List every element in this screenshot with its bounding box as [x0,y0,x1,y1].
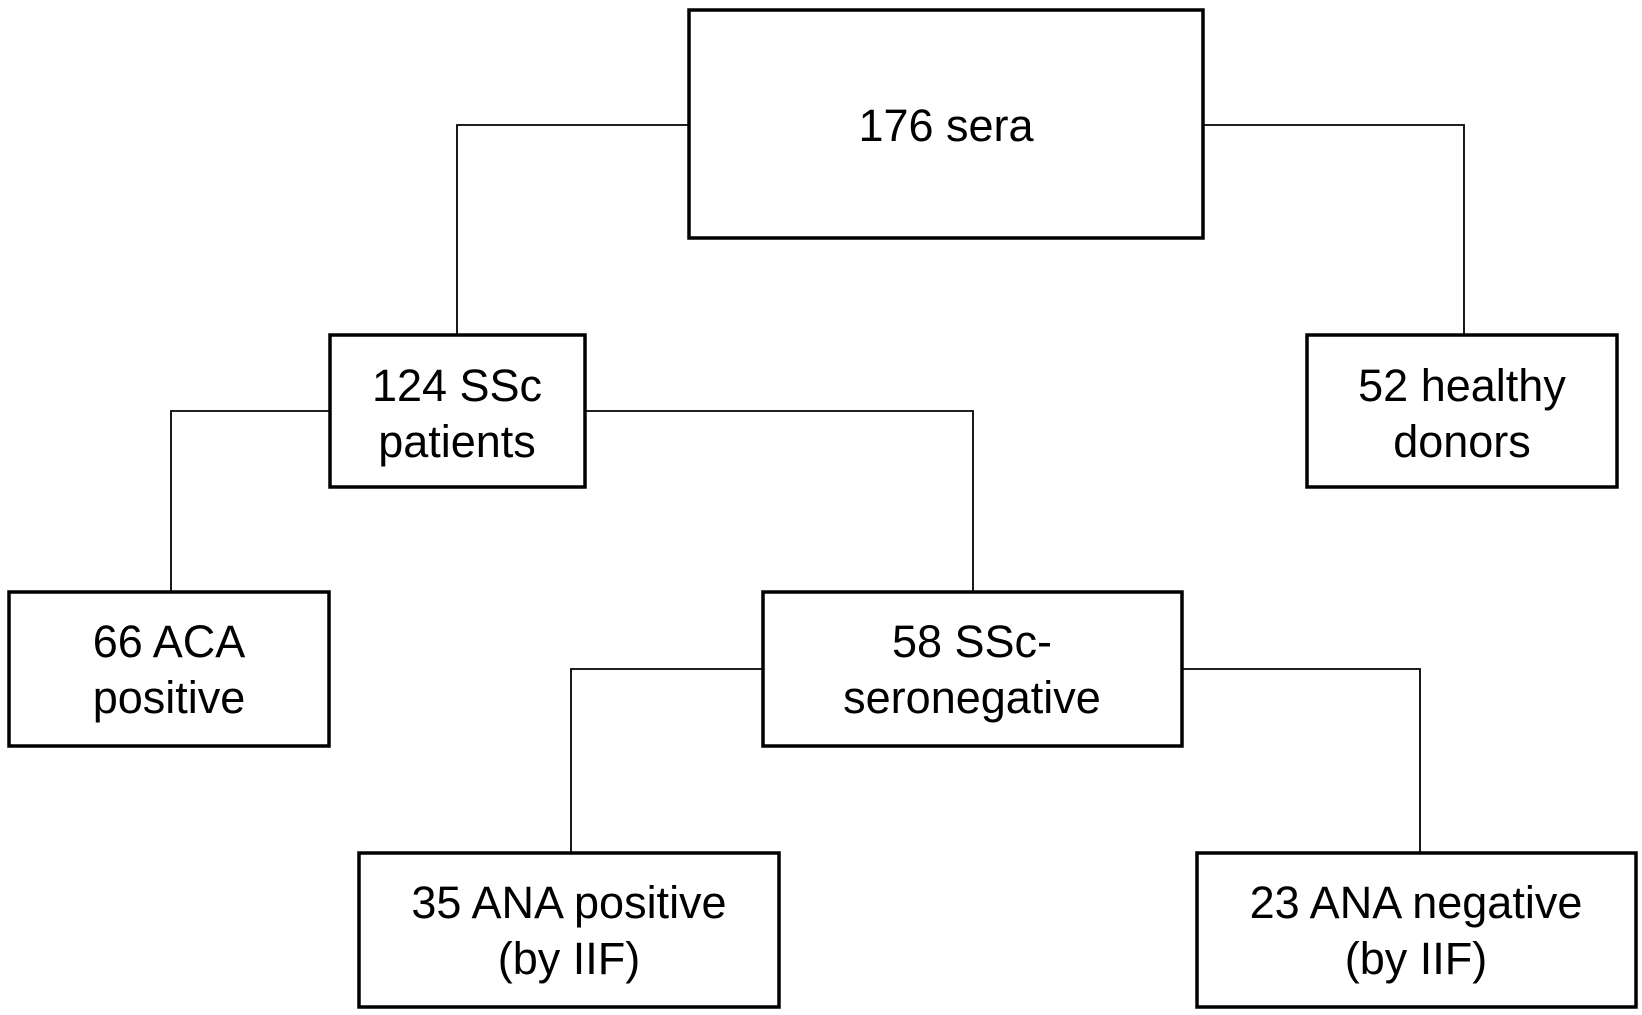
node-label-line1: 23 ANA negative [1250,877,1583,928]
connector-seroneg-to-ana-neg [1182,668,1421,853]
node-66-aca-positive: 66 ACA positive [7,590,331,748]
node-label-line1: 35 ANA positive [411,877,726,928]
node-label-line1: 66 ACA [93,616,246,667]
node-label-line2: seronegative [843,672,1101,723]
connector-ssc-to-aca [170,410,330,592]
node-124-ssc-patients: 124 SSc patients [328,333,587,489]
connector-seroneg-to-ana-pos [570,668,763,853]
node-label-line2: patients [378,416,536,467]
node-label-line1: 52 healthy [1358,360,1566,411]
node-box [328,333,587,489]
node-23-ana-negative: 23 ANA negative (by IIF) [1195,851,1638,1009]
node-35-ana-positive: 35 ANA positive (by IIF) [357,851,781,1009]
connector-ssc-to-seroneg [585,410,974,592]
node-label-line2: (by IIF) [498,933,641,984]
node-box [357,851,781,1009]
node-label-line2: positive [93,672,246,723]
node-58-ssc-seronegative: 58 SSc- seronegative [761,590,1184,748]
node-box [1195,851,1638,1009]
node-176-sera: 176 sera [687,8,1205,240]
connectors [170,124,1465,853]
node-box [687,8,1205,240]
node-box [761,590,1184,748]
node-label: 176 sera [858,100,1034,151]
node-label-line2: (by IIF) [1345,933,1488,984]
node-label-line2: donors [1393,416,1531,467]
connector-root-to-ssc [456,124,689,335]
node-box [1305,333,1619,489]
node-label-line1: 124 SSc [372,360,542,411]
node-label-line1: 58 SSc- [892,616,1052,667]
node-52-healthy-donors: 52 healthy donors [1305,333,1619,489]
connector-root-to-healthy [1203,124,1465,335]
node-box [7,590,331,748]
